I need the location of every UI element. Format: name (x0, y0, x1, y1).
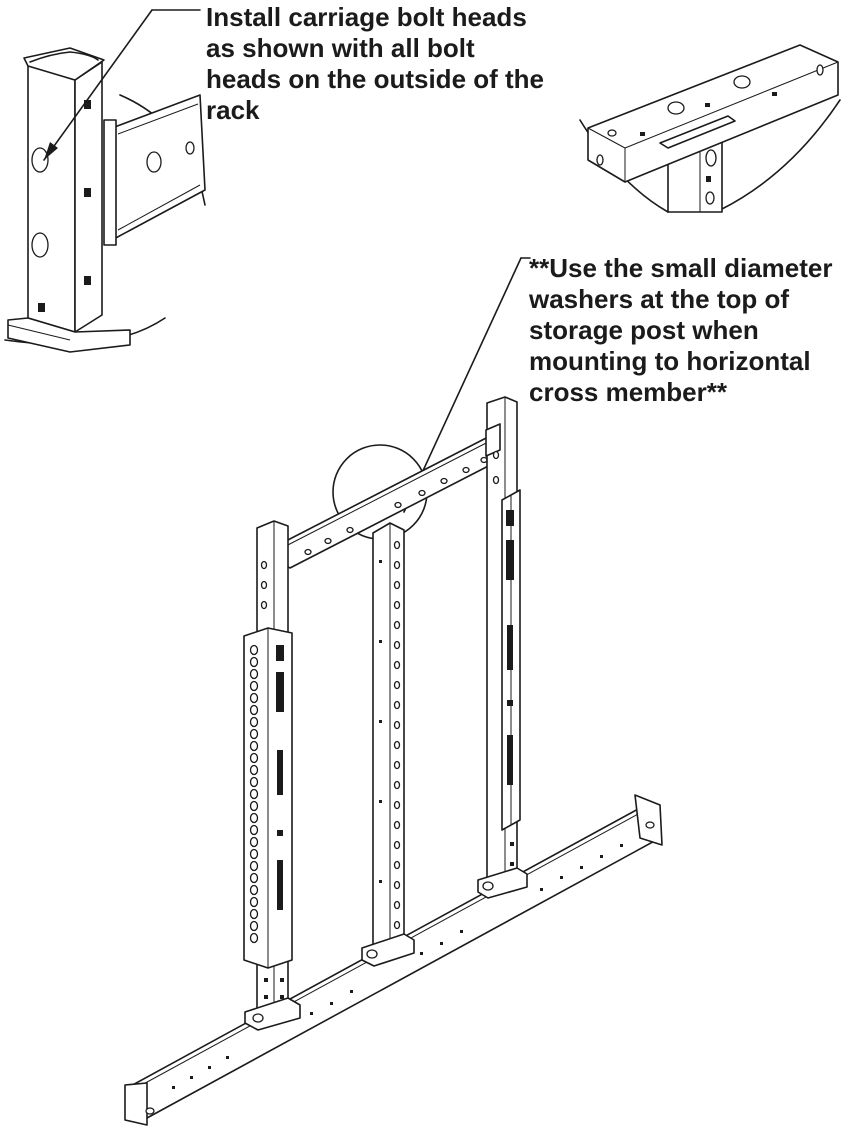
note-line: mounting to horizontal (529, 346, 811, 376)
left-upright-lower-holes (264, 978, 284, 999)
washer-note: **Use the small diameter washers at the … (529, 253, 832, 408)
note-line: as shown with all bolt (206, 33, 475, 63)
detail-upright-bolt-heads (4, 9, 206, 353)
detail-crossmember-washers (579, 44, 841, 213)
note-line: washers at the top of (529, 284, 790, 314)
carriage-bolt-note: Install carriage bolt heads as shown wit… (206, 2, 544, 126)
center-post-holes (379, 540, 401, 930)
right-upright-holes (492, 450, 514, 866)
note-line: rack (206, 95, 260, 125)
base-beam-holes (172, 844, 623, 1089)
note-line: Install carriage bolt heads (206, 2, 527, 32)
note-line: storage post when (529, 315, 759, 345)
note-line: cross member** (529, 377, 727, 407)
left-plate-holes (249, 644, 259, 944)
note-line: **Use the small diameter (529, 253, 833, 283)
right-plate-pattern (506, 510, 514, 785)
main-rack-assembly (124, 257, 663, 1126)
left-plate-pattern (276, 645, 284, 910)
note-line: heads on the outside of the (206, 64, 545, 94)
crossmember-holes (304, 456, 488, 556)
